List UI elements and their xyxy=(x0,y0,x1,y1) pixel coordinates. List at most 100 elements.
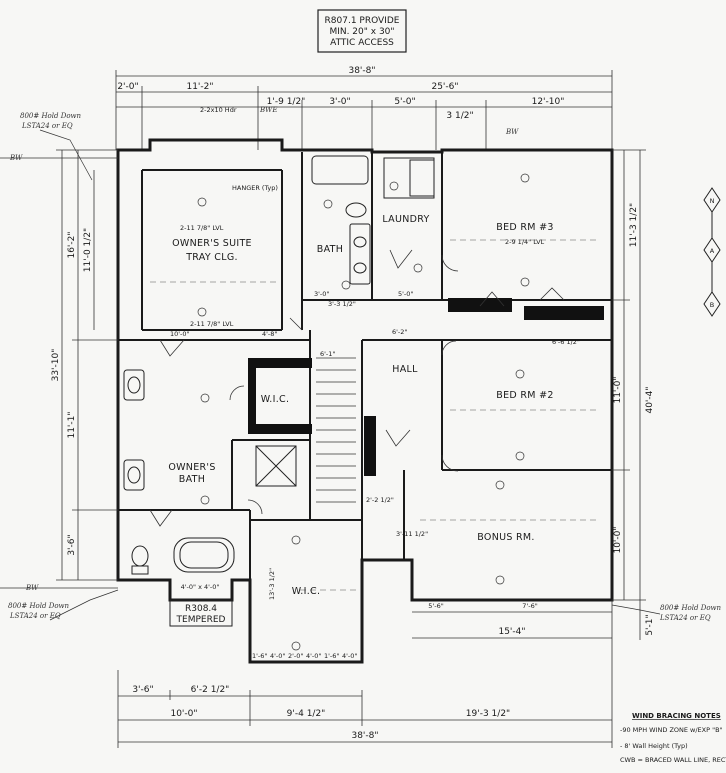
bottom-row1-dim: 10'-0" xyxy=(170,709,197,719)
window-callout: 4'-0" x 4'-0" xyxy=(181,583,220,591)
owners-suite-sublabel: TRAY CLG. xyxy=(185,252,238,263)
attic-access-hatch xyxy=(255,445,297,487)
wic-depth-dim: 13'-3 1/2" xyxy=(268,568,276,600)
svg-text:R807.1 PROVIDE: R807.1 PROVIDE xyxy=(325,16,400,26)
right-mid-dim: 11'-0" xyxy=(613,376,623,403)
right-lower-dim: 10'-0" xyxy=(613,526,623,553)
bed3-label: BED RM #3 xyxy=(496,222,553,233)
structural-callouts: 2-11 7/8" LVL 2-9 1/4" LVL 2-11 7/8" LVL… xyxy=(180,106,545,591)
left-overall-dim: 33'-10" xyxy=(51,349,61,382)
right-dimension-lines xyxy=(612,149,646,640)
svg-text:800# Hold Down: 800# Hold Down xyxy=(8,602,70,610)
svg-text:ATTIC ACCESS: ATTIC ACCESS xyxy=(330,38,394,48)
bonus-room-label: BONUS RM. xyxy=(477,532,534,543)
svg-text:4'-0": 4'-0" xyxy=(306,652,321,660)
owners-bath-label: OWNER'S xyxy=(168,462,215,473)
right-overall-dim: 40'-4" xyxy=(645,386,655,413)
svg-text:LSTA24 or EQ: LSTA24 or EQ xyxy=(21,122,73,130)
laundry-label: LAUNDRY xyxy=(382,214,429,225)
svg-text:R308.4: R308.4 xyxy=(185,604,217,614)
svg-text:2'-0": 2'-0" xyxy=(288,652,303,660)
wic-window-dims: 1'-6" 4'-0" 2'-0" 4'-0" 1'-6" 4'-0" xyxy=(252,652,357,660)
svg-text:4'-0": 4'-0" xyxy=(342,652,357,660)
wic-lower-label: W.I.C. xyxy=(292,586,321,597)
svg-text:LSTA24 or EQ: LSTA24 or EQ xyxy=(9,612,61,620)
bottom-row1-dim: 19'-3 1/2" xyxy=(466,709,510,719)
svg-text:3'-11 1/2": 3'-11 1/2" xyxy=(396,530,428,538)
header-callout: 2-2x10 Hdr xyxy=(200,106,237,114)
svg-text:LSTA24 or EQ: LSTA24 or EQ xyxy=(659,614,711,622)
svg-text:4'-0": 4'-0" xyxy=(270,652,285,660)
north-arrow-label: N xyxy=(710,197,715,205)
svg-text:3'-0": 3'-0" xyxy=(314,290,329,298)
lvl-callout: 2-11 7/8" LVL xyxy=(190,320,234,328)
bonus-dim: 5'-6" xyxy=(428,602,443,610)
beam-lines xyxy=(150,239,600,591)
svg-text:1'-6": 1'-6" xyxy=(324,652,339,660)
bath-fixtures xyxy=(123,155,435,575)
svg-text:1'-6": 1'-6" xyxy=(252,652,267,660)
svg-text:4'-8": 4'-8" xyxy=(262,330,277,338)
svg-text:BW: BW xyxy=(505,128,519,136)
svg-text:CWB = BRACED WALL LINE, RECT: CWB = BRACED WALL LINE, RECT xyxy=(620,756,726,764)
bottom-row1-dim: 9'-4 1/2" xyxy=(287,709,326,719)
bonus-total-dim: 15'-4" xyxy=(498,627,525,637)
top-small-dim: 2'-0" xyxy=(117,82,138,92)
lvl-callout: 2-11 7/8" LVL xyxy=(180,224,224,232)
lvl-callout: 2-9 1/4" LVL xyxy=(505,238,545,246)
bed2-label: BED RM #2 xyxy=(496,390,553,401)
closet-shelving xyxy=(248,298,604,476)
wic-upper-label: W.I.C. xyxy=(261,394,290,405)
section-markers xyxy=(197,173,530,651)
svg-text:BWE: BWE xyxy=(259,106,277,114)
svg-text:6'-2": 6'-2" xyxy=(392,328,407,336)
bottom-row0-dim: 6'-2 1/2" xyxy=(191,685,230,695)
wind-bracing-notes: WIND BRACING NOTES -90 MPH WIND ZONE w/E… xyxy=(620,712,726,764)
bottom-overall-dim: 38'-8" xyxy=(351,731,378,741)
hold-down-leaders xyxy=(0,129,661,621)
svg-text:3'-3 1/2": 3'-3 1/2" xyxy=(328,300,356,308)
top-row2-dim: 3'-0" xyxy=(329,97,350,107)
interior-dimensions: 10'-0" 4'-8" 3'-3 1/2" 6'-2" 6'-1" 6'-6 … xyxy=(170,290,580,538)
svg-text:6'-1": 6'-1" xyxy=(320,350,335,358)
tempered-glass-callout: R308.4 TEMPERED xyxy=(169,599,233,627)
top-overall-dim: 38'-8" xyxy=(348,66,375,76)
top-row2-dim: 1'-9 1/2" xyxy=(267,97,306,107)
north-arrow-label: B xyxy=(710,301,714,309)
hanger-callout: HANGER (Typ) xyxy=(232,184,278,192)
door-swings xyxy=(149,249,565,527)
bath-label: BATH xyxy=(317,244,343,255)
svg-text:6'-6 1/2": 6'-6 1/2" xyxy=(552,338,580,346)
owners-bath-label-2: BATH xyxy=(179,474,205,485)
room-labels: OWNER'S SUITE TRAY CLG. BATH LAUNDRY BED… xyxy=(168,214,553,597)
owners-suite-label: OWNER'S SUITE xyxy=(172,238,252,249)
top-right-dim: 25'-6" xyxy=(431,82,458,92)
north-arrow-label: A xyxy=(710,247,715,255)
left-lower-dim: 11'-1" xyxy=(67,411,77,438)
svg-text:WIND BRACING NOTES: WIND BRACING NOTES xyxy=(632,712,721,720)
top-row2-dim: 5'-0" xyxy=(394,97,415,107)
bonus-dim-lines xyxy=(412,611,612,639)
svg-text:2'-2 1/2": 2'-2 1/2" xyxy=(366,496,394,504)
top-row2-dim: 12'-10" xyxy=(532,97,565,107)
north-arrow-icon xyxy=(703,187,721,317)
svg-text:MIN. 20" x 30": MIN. 20" x 30" xyxy=(329,27,394,37)
bottom-row0-dim: 3'-6" xyxy=(132,685,153,695)
left-upper-inner-dim: 11'-0 1/2" xyxy=(83,228,93,272)
svg-text:800# Hold Down: 800# Hold Down xyxy=(20,112,82,120)
svg-text:800# Hold Down: 800# Hold Down xyxy=(660,604,722,612)
top-left-dim: 11'-2" xyxy=(186,82,213,92)
svg-text:5'-0": 5'-0" xyxy=(398,290,413,298)
right-bottom-dim: 5'-1" xyxy=(645,614,655,635)
hall-label: HALL xyxy=(392,364,418,375)
top-row2-dim: 3 1/2" xyxy=(446,111,473,121)
left-upper-dim: 16'-2" xyxy=(67,231,77,258)
left-dimension-lines xyxy=(56,149,118,581)
svg-text:-90 MPH WIND ZONE w/EXP "B": -90 MPH WIND ZONE w/EXP "B" xyxy=(620,726,723,734)
bottom-dimension-lines xyxy=(117,600,613,748)
staircase xyxy=(316,357,356,503)
right-upper-dim: 11'-3 1/2" xyxy=(629,203,639,247)
svg-text:TEMPERED: TEMPERED xyxy=(176,615,226,625)
